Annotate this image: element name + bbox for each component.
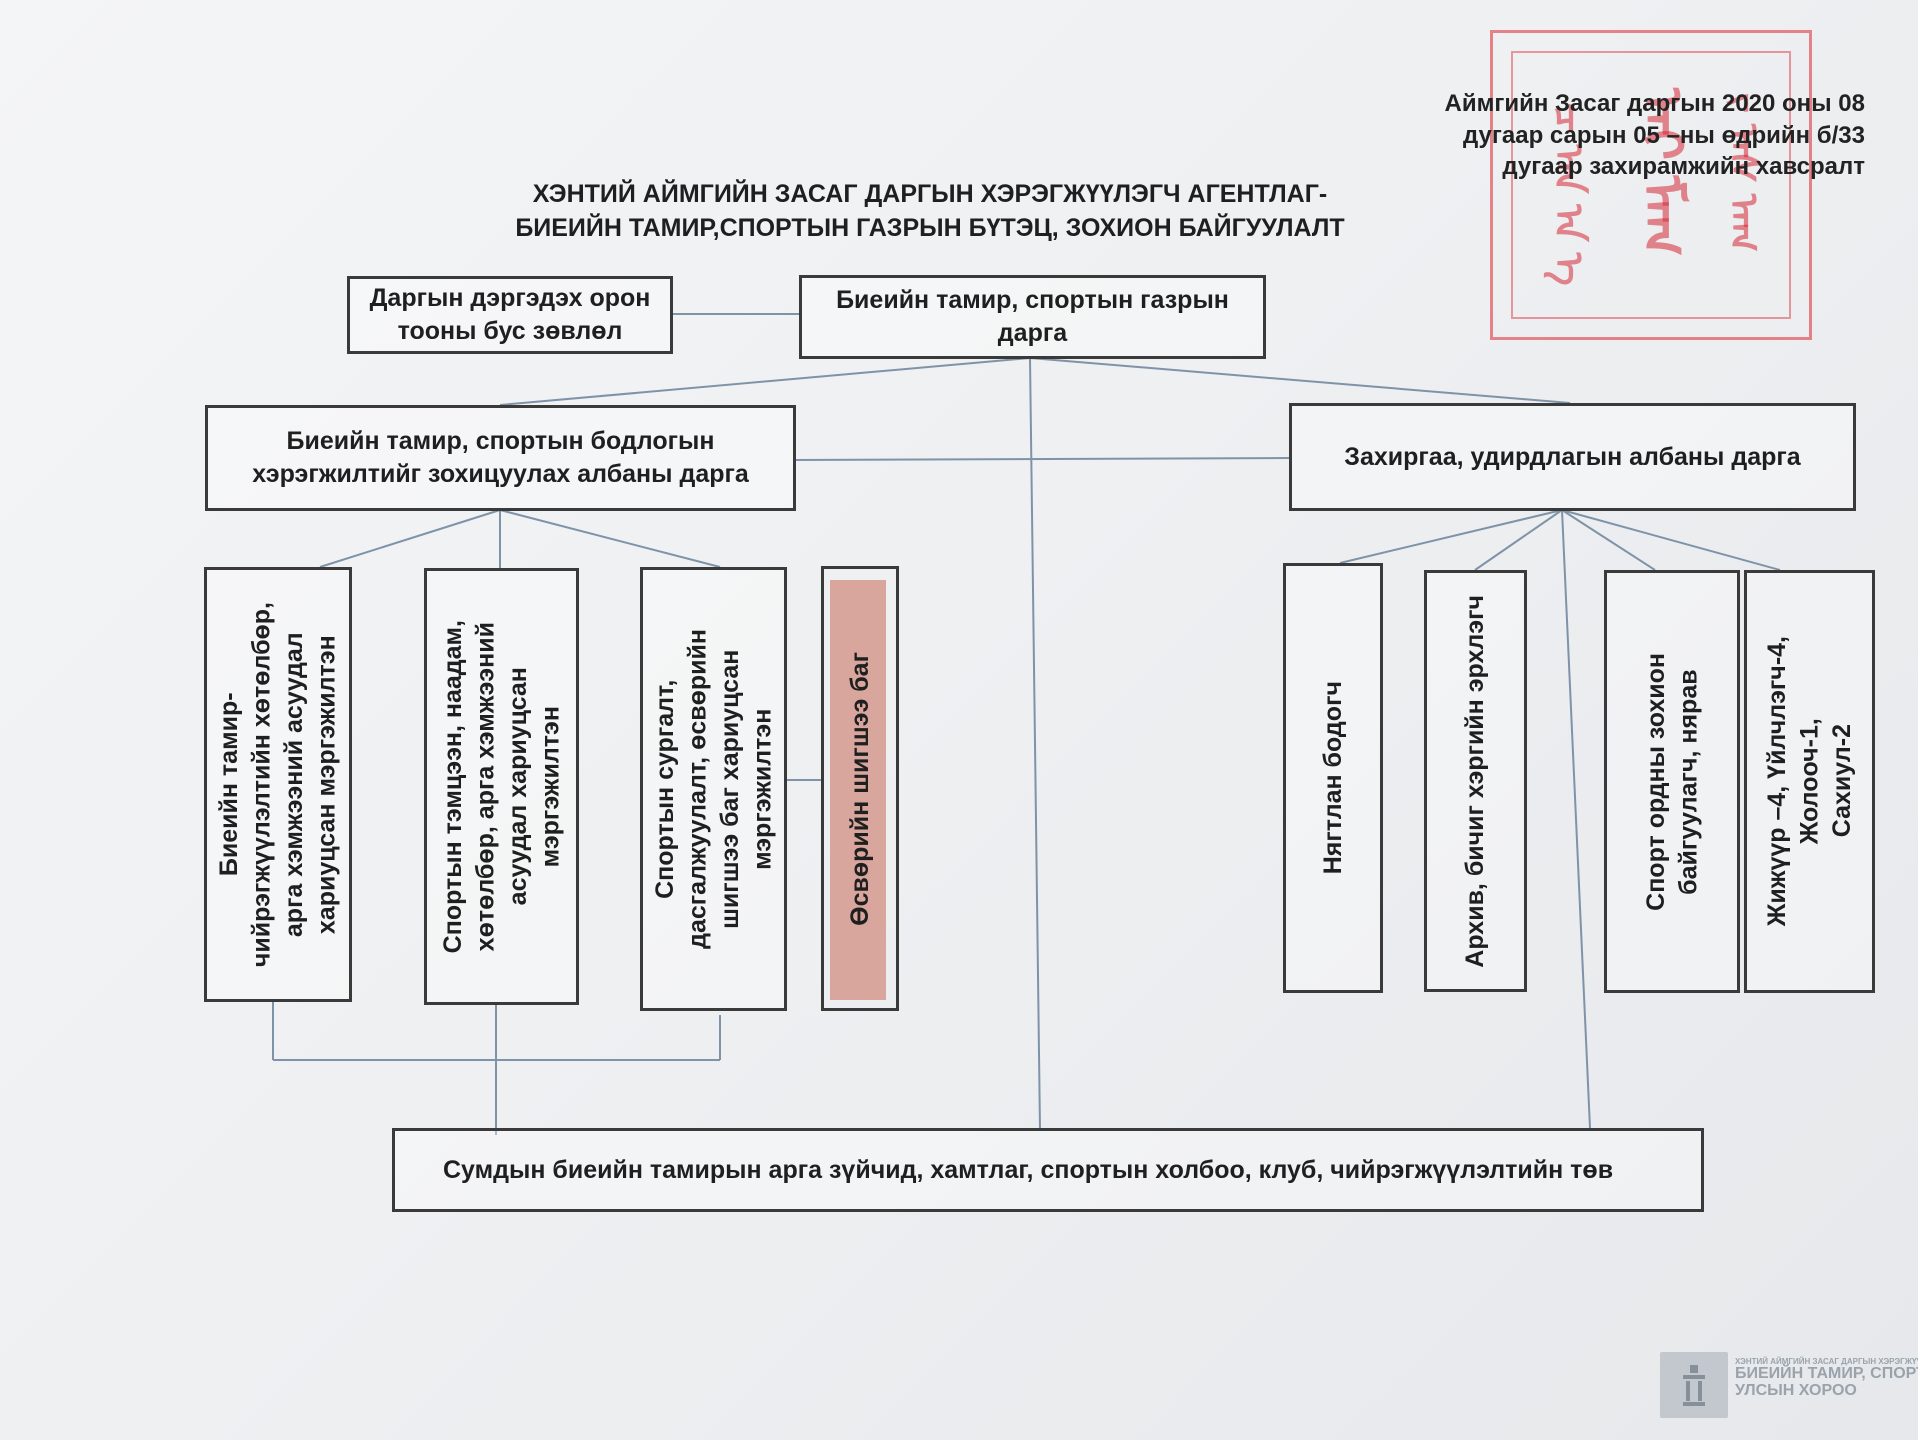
head-line-1: Биеийн тамир, спортын газрын	[836, 286, 1229, 314]
admin-box: Захиргаа, удирдлагын албаны дарга	[1289, 403, 1856, 511]
title-line-1: ХЭНТИЙ АЙМГИЙН ЗАСАГ ДАРГЫН ХЭРЭГЖҮҮЛЭГЧ…	[532, 180, 1328, 208]
specialist-competition-box: Спортын тэмцээн, наадам, хөтөлбөр, арга …	[424, 568, 579, 1005]
connector-admin-v7	[1561, 509, 1656, 571]
agency-logo-icon	[1660, 1352, 1728, 1418]
youth-team-box: Өсвөрийн шигшээ баг	[821, 566, 899, 1011]
connector-policy-v1	[319, 509, 501, 568]
admin-label: Захиргаа, удирдлагын албаны дарга	[1344, 442, 1801, 471]
annex-line-1: Аймгийн Засаг даргын 2020 оны 08	[1444, 90, 1865, 117]
v8-line-2: Жолооч-1,	[1795, 718, 1824, 845]
head-box: Биеийн тамир, спортын газрын дарга	[799, 275, 1266, 359]
v3-line-4: мэргэжилтэн	[748, 708, 776, 870]
v6-line-1: Архив, бичиг хэргийн эрхлэгч	[1461, 594, 1490, 968]
archive-box: Архив, бичиг хэргийн эрхлэгч	[1424, 570, 1527, 992]
v3-line-2: дасгалжуулалт, өсвөрийн	[683, 629, 711, 949]
document-title: ХЭНТИЙ АЙМГИЙН ЗАСАГ ДАРГЫН ХЭРЭГЖҮҮЛЭГЧ…	[480, 178, 1380, 246]
v7-line-2: байгуулагч, нярав	[1674, 668, 1702, 895]
council-box: Даргын дэргэдэх орон тооны бус зөвлөл	[347, 276, 673, 354]
annex-note: Аймгийн Засаг даргын 2020 оны 08 дугаар …	[1405, 88, 1865, 183]
sports-palace-box: Спорт ордны зохион байгуулагч, нярав	[1604, 570, 1740, 993]
watermark-line-3: УЛСЫН ХОРОО	[1735, 1382, 1857, 1400]
youth-team-highlight	[830, 580, 886, 1000]
v5-line-1: Нягтлан бодогч	[1318, 681, 1347, 875]
title-line-2: БИЕИЙН ТАМИР,СПОРТЫН ГАЗРЫН БҮТЭЦ, ЗОХИО…	[515, 213, 1345, 242]
connector-policy-v3	[499, 509, 721, 568]
v2-line-4: мэргэжилтэн	[536, 705, 564, 868]
connector-head-admin	[1029, 357, 1571, 404]
accountant-box: Нягтлан бодогч	[1283, 563, 1383, 993]
v2-line-1: Спортын тэмцээн, наадам,	[438, 619, 467, 954]
service-staff-box: Жижүүр –4, Үйлчлэгч-4, Жолооч-1, Сахиул-…	[1744, 570, 1875, 993]
head-line-2: дарга	[997, 319, 1068, 347]
v1-line-3: арга хэмжээний асуудал	[280, 632, 308, 937]
connector-admin-v8	[1561, 509, 1781, 571]
v2-line-3: асуудал хариуцсан	[503, 667, 532, 906]
policy-line-1: Биеийн тамир, спортын бодлогын	[286, 427, 715, 455]
policy-line-2: хэрэгжилтийг зохицуулах албаны дарга	[252, 460, 749, 488]
annex-line-2: дугаар сарын 05 –ны өдрийн б/33	[1463, 121, 1865, 149]
connector-admin-bottom	[1561, 509, 1591, 1129]
specialist-training-box: Спортын сургалт, дасгалжуулалт, өсвөрийн…	[640, 567, 787, 1011]
v1-line-1: Биеийн тамир-	[215, 692, 243, 877]
red-stamp: ᠴ ᠠᠨ ᠠ ᠡ ᠠᠢ ᠮᠠᠭ ᠵ ᠠᠰ ᠠᠭ	[1490, 30, 1812, 340]
v8-line-1: Жижүүр –4, Үйлчлэгч-4,	[1762, 636, 1791, 927]
connector-admin-v6	[1474, 509, 1563, 571]
watermark-line-2: БИЕИЙН ТАМИР, СПОРТЫН	[1735, 1365, 1918, 1383]
v4-line-1: Өсвөрийн шигшээ баг	[845, 651, 874, 926]
v3-line-1: Спортын сургалт,	[650, 679, 679, 899]
bottom-label: Сумдын биеийн тамирын арга зүйчид, хамтл…	[443, 1155, 1614, 1184]
connector-head-policy	[499, 357, 1031, 406]
connector-head-bottom	[1029, 357, 1041, 1131]
v1-line-2: чийрэгжүүлэлтийн хөтөлбөр,	[247, 601, 276, 968]
connector-admin-v5	[1339, 509, 1563, 564]
watermark-line-1: ХЭНТИЙ АЙМГИЙН ЗАСАГ ДАРГЫН ХЭРЭГЖҮҮЛЭГЧ…	[1735, 1357, 1918, 1366]
specialist-fitness-box: Биеийн тамир- чийрэгжүүлэлтийн хөтөлбөр,…	[204, 567, 352, 1002]
connector-policy-admin	[794, 457, 1291, 461]
v7-line-1: Спорт ордны зохион	[1641, 652, 1670, 911]
agency-watermark: ХЭНТИЙ АЙМГИЙН ЗАСАГ ДАРГЫН ХЭРЭГЖҮҮЛЭГЧ…	[1735, 1357, 1918, 1400]
council-line-2: тооны бус зөвлөл	[397, 317, 623, 345]
council-line-1: Даргын дэргэдэх орон	[369, 284, 651, 312]
v8-line-3: Сахиул-2	[1827, 724, 1856, 839]
policy-box: Биеийн тамир, спортын бодлогын хэрэгжилт…	[205, 405, 796, 511]
v3-line-3: шигшээ баг хариуцсан	[715, 649, 744, 929]
soum-bottom-box: Сумдын биеийн тамирын арга зүйчид, хамтл…	[392, 1128, 1704, 1212]
annex-line-3: дугаар захирамжийн хавсралт	[1502, 153, 1865, 181]
v2-line-2: хөтөлбөр, арга хэмжээний	[471, 621, 499, 952]
v1-line-4: хариуцсан мэргэжилтэн	[312, 635, 341, 934]
